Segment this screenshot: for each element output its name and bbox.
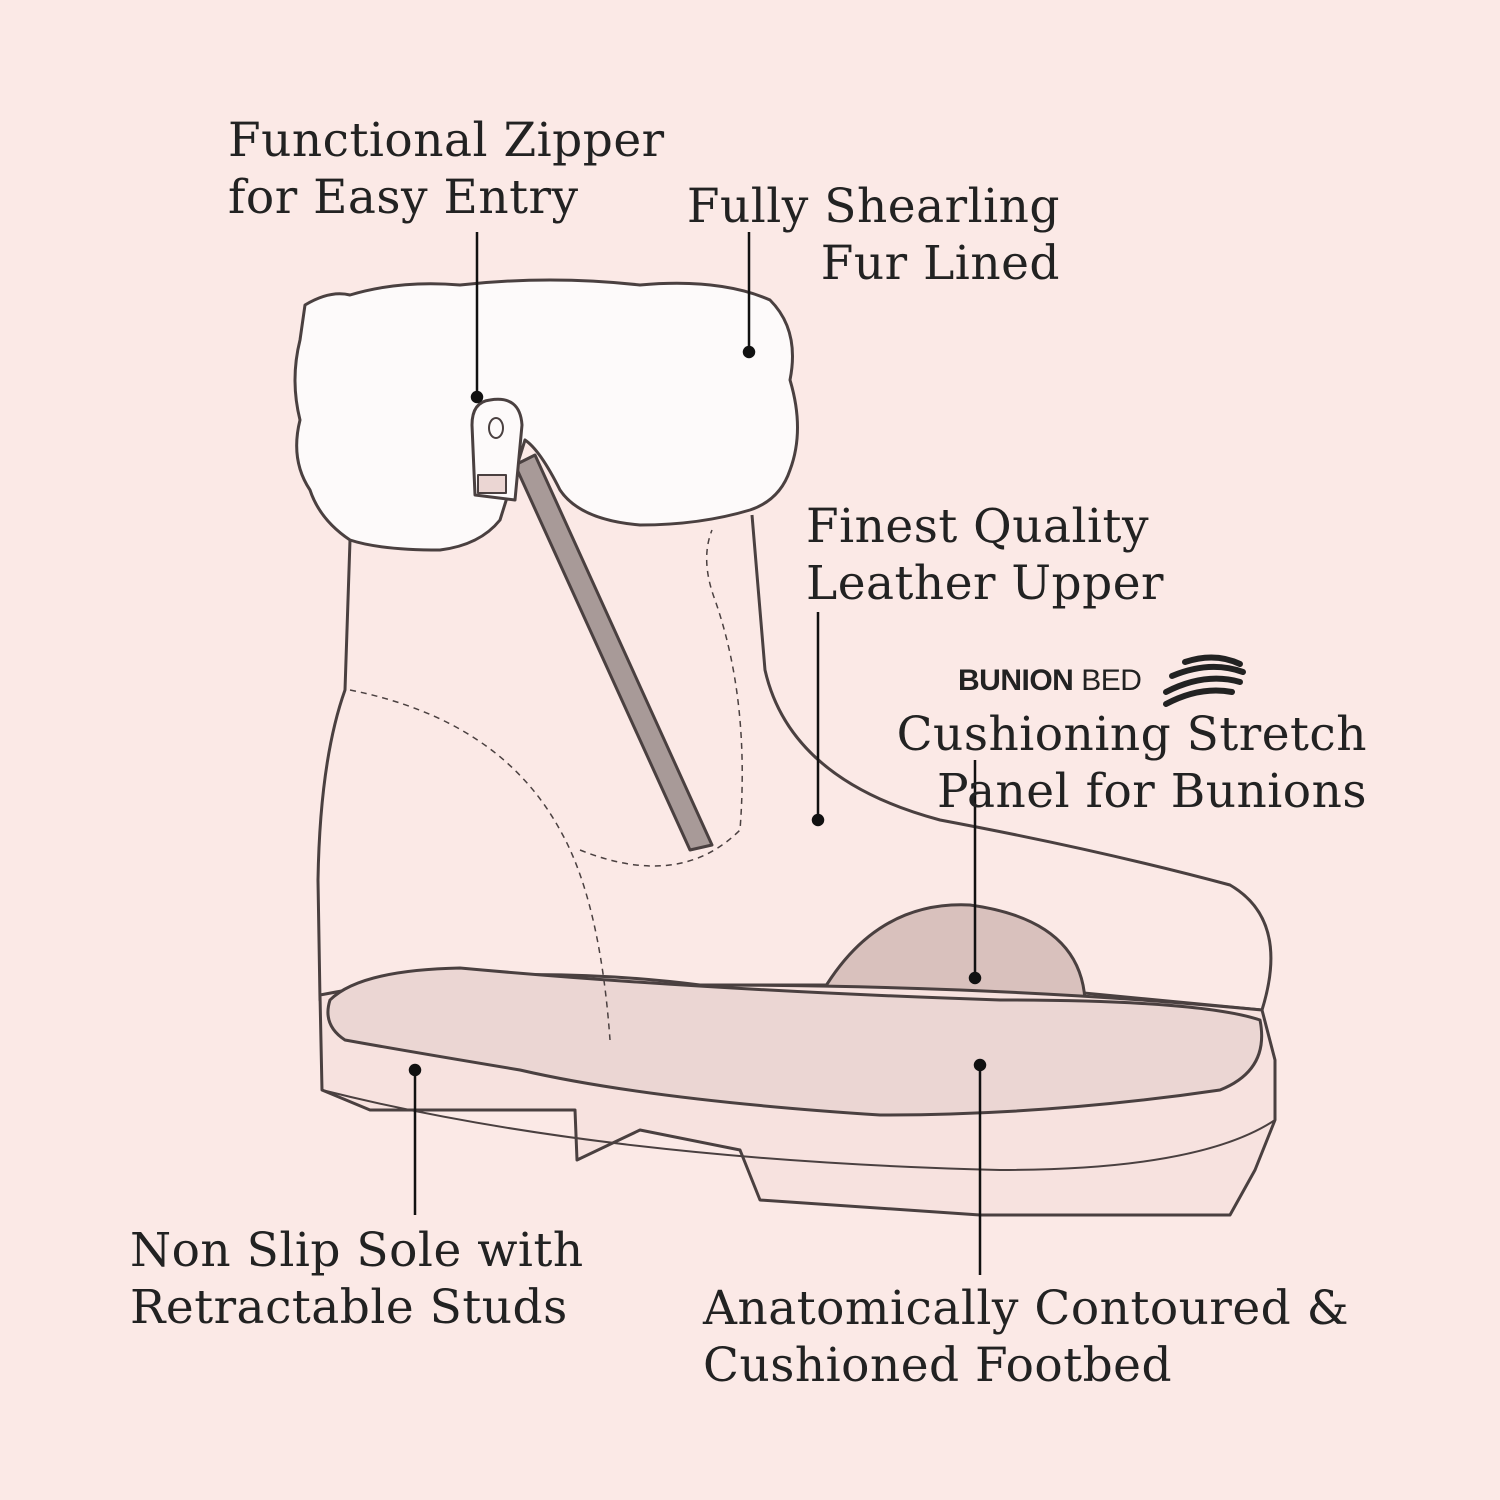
fur-cuff — [293, 278, 799, 552]
zipper-track — [513, 453, 714, 852]
callout-line: Leather Upper — [806, 556, 1164, 611]
boot-upper — [316, 514, 1273, 1012]
callout-zipper: Functional Zipper for Easy Entry — [228, 112, 665, 226]
callout-line: Panel for Bunions — [937, 764, 1367, 819]
insole — [326, 966, 1264, 1117]
bunion-bed-logo: BUNION BED — [958, 664, 1142, 698]
callout-line: Cushioning Stretch — [896, 707, 1367, 762]
callout-sole: Non Slip Sole with Retractable Studs — [130, 1222, 584, 1336]
callout-line: Anatomically Contoured & — [703, 1281, 1350, 1336]
callout-line: Fully Shearling — [686, 179, 1060, 234]
callout-line: for Easy Entry — [228, 170, 579, 225]
callout-bunion: Cushioning Stretch Panel for Bunions — [897, 706, 1367, 820]
bunion-bed-logo-icon — [1163, 654, 1246, 707]
callout-leather: Finest Quality Leather Upper — [806, 498, 1164, 612]
bunion-panel — [813, 903, 1087, 1007]
callout-line: Non Slip Sole with — [130, 1223, 584, 1278]
callout-line: Finest Quality — [806, 499, 1149, 554]
callout-footbed: Anatomically Contoured & Cushioned Footb… — [703, 1280, 1349, 1394]
logo-regular-text: BED — [1081, 664, 1142, 697]
callout-line: Cushioned Footbed — [703, 1338, 1173, 1393]
callout-line: Fur Lined — [820, 236, 1060, 291]
callout-line: Retractable Studs — [130, 1280, 568, 1335]
callout-line: Functional Zipper — [228, 113, 665, 168]
logo-bold-text: BUNION — [958, 664, 1074, 697]
callout-fur: Fully Shearling Fur Lined — [687, 178, 1060, 292]
